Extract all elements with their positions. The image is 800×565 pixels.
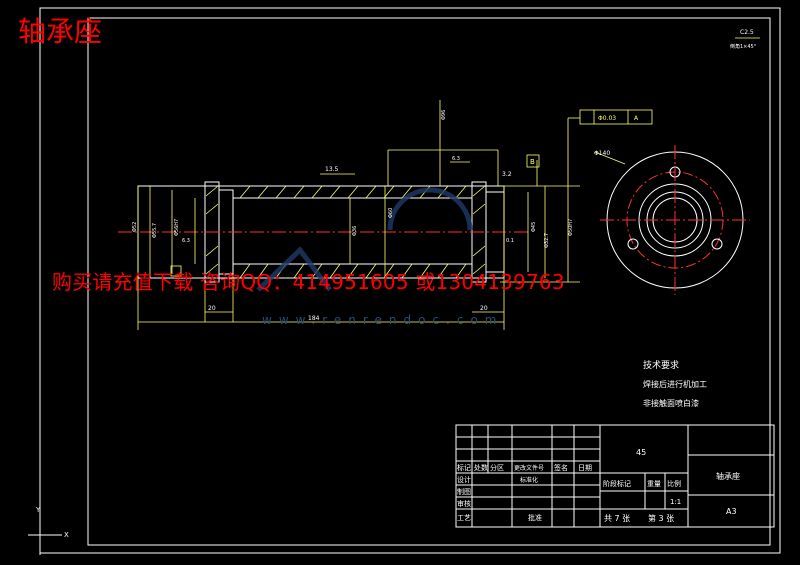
dim-rough-a: 3.2: [502, 171, 512, 178]
tb-h-4: 签名: [554, 463, 568, 472]
dim-fit-a: Φ56H7: [174, 219, 180, 236]
dimension-lines: [137, 37, 760, 330]
tb-stage: 阶段标记: [603, 479, 631, 488]
dim-len-right: 20: [480, 305, 488, 312]
dim-top-note: 13.5: [325, 166, 339, 173]
tb-h-0: 标记: [457, 463, 471, 472]
tol-value: Φ0.03: [598, 115, 616, 122]
tb-sheet-no: 第 3 张: [648, 513, 674, 523]
tb-scale-value: 1:1: [670, 498, 681, 506]
tol-datum: A: [634, 115, 639, 122]
title-block: [455, 424, 775, 528]
tech-heading: 技术要求: [643, 359, 679, 371]
tb-check: 审核: [457, 499, 471, 508]
axis-x: X: [64, 531, 69, 539]
drawing-title: 轴承座: [18, 15, 103, 48]
tb-sheet-total: 共 7 张: [604, 514, 630, 523]
axis-y: Y: [35, 506, 41, 514]
tb-craft: 工艺: [457, 514, 471, 522]
tolerance-frame: [170, 109, 653, 277]
chamfer-b: 倒角1×45°: [730, 43, 757, 50]
dim-left: Φ52: [132, 222, 138, 232]
dim-right: Φ32.7: [544, 233, 550, 248]
dim-ref-l: 0.1: [506, 238, 514, 244]
tb-material: 45: [636, 448, 646, 457]
dim-outer: Φ45: [531, 222, 537, 232]
watermark-shape: [256, 187, 473, 292]
dim-pcd: Φ96: [441, 110, 447, 120]
tb-h-5: 日期: [578, 464, 592, 472]
tb-drawing-no: A3: [726, 507, 737, 516]
outer-frame: [39, 7, 781, 554]
tb-weight: 重量: [647, 480, 661, 488]
inner-frame: [87, 17, 771, 546]
chamfer-a: C2.5: [740, 29, 754, 36]
tech-line2: 非接触面喷白漆: [643, 398, 699, 408]
tb-draw: 制图: [457, 487, 471, 496]
dim-fit-b: Φ50H7: [568, 219, 574, 236]
tech-line1: 焊接后进行机加工: [643, 379, 707, 389]
tb-scale-label: 比例: [667, 479, 681, 488]
tb-std: 标准化: [520, 476, 538, 484]
tb-design: 设计: [457, 475, 471, 484]
datum-b: B: [530, 158, 535, 166]
dim-left2: Φ55.7: [152, 223, 158, 238]
end-view: [600, 145, 750, 295]
dim-len-total: 184: [308, 315, 320, 322]
tb-h-3: 更改文件号: [514, 464, 544, 472]
dim-rough-b: 6.3: [452, 156, 460, 162]
watermark-text: www.renrendoc.com: [262, 313, 504, 327]
tb-part-name: 轴承座: [716, 471, 740, 481]
tb-h-1: 处数: [474, 463, 488, 472]
promo-banner: 购买请充值下载 咨询QQ：414951605 或1304139763: [52, 270, 565, 294]
dim-rough-c: 6.3: [182, 238, 190, 244]
tb-approve: 批准: [528, 513, 542, 522]
tb-h-2: 分区: [490, 463, 504, 472]
dim-bore: Φ36: [352, 226, 358, 236]
dim-len-left: 20: [208, 305, 216, 312]
dim-mid: Φ60: [388, 208, 394, 218]
dim-flange: Φ140: [594, 150, 610, 157]
